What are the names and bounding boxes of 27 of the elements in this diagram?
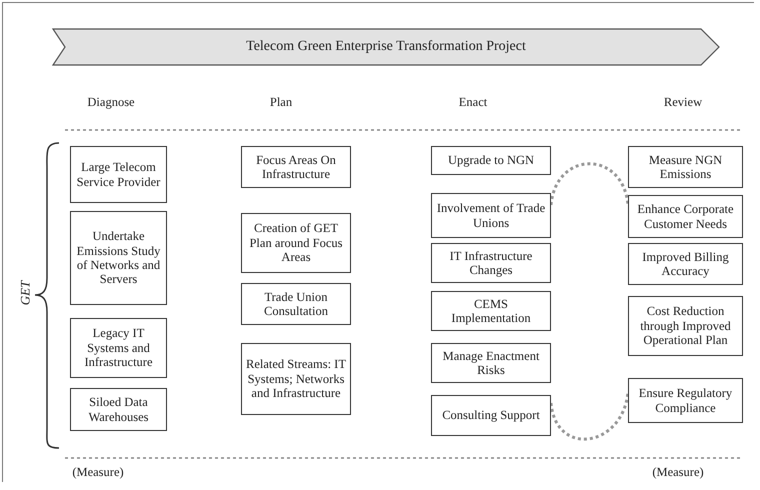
chevron-banner: Telecom Green Enterprise Transformation Project <box>53 29 719 65</box>
process-box: Related Streams: IT Systems; Networks and Infrastructure <box>241 343 351 415</box>
column-heading: Diagnose <box>87 95 135 110</box>
process-box: Creation of GET Plan around Focus Areas <box>241 213 351 273</box>
process-box: Improved Billing Accuracy <box>628 243 743 285</box>
brace-label: GET <box>17 280 34 306</box>
column-heading: Plan <box>270 95 292 110</box>
process-box: Ensure Regulatory Compliance <box>628 378 743 423</box>
process-box: Upgrade to NGN <box>431 146 551 175</box>
process-box: IT Infrastructure Changes <box>431 243 551 283</box>
process-box: Siloed Data Warehouses <box>70 388 167 431</box>
measure-note: (Measure) <box>72 465 124 480</box>
process-box: Undertake Emissions Study of Networks and Servers <box>70 211 167 305</box>
process-box: Measure NGN Emissions <box>628 146 743 188</box>
process-box: Trade Union Consultation <box>241 283 351 325</box>
process-box: Large Telecom Service Provider <box>70 146 167 203</box>
process-box: Manage Enactment Risks <box>431 343 551 383</box>
process-box: Cost Reduction through Improved Operational Plan <box>628 296 743 356</box>
process-box: Involvement of Trade Unions <box>431 193 551 238</box>
measure-note: (Measure) <box>652 465 704 480</box>
column-heading: Review <box>664 95 702 110</box>
process-box: Consulting Support <box>431 395 551 436</box>
process-box: Enhance Corporate Customer Needs <box>628 195 743 238</box>
process-box: CEMS Implementation <box>431 291 551 331</box>
process-box: Legacy IT Systems and Infrastructure <box>70 318 167 378</box>
column-heading: Enact <box>458 95 488 110</box>
process-box: Focus Areas On Infrastructure <box>241 146 351 188</box>
